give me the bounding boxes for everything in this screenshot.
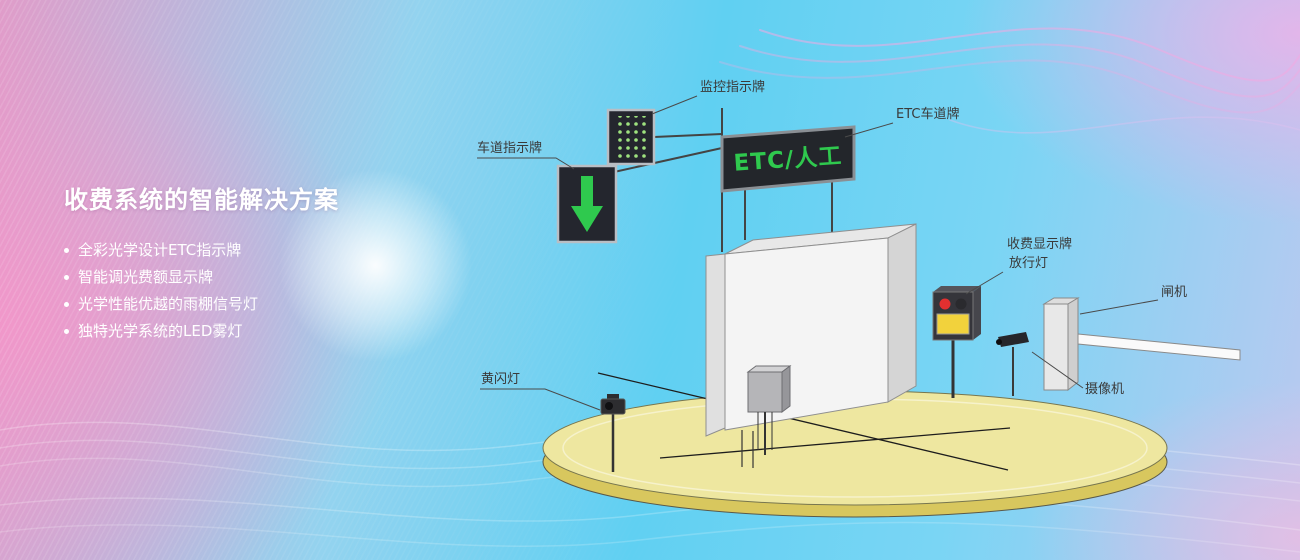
fee-display-panel — [936, 313, 970, 335]
camera — [996, 332, 1029, 396]
feature-text: 全彩光学设计ETC指示牌 — [78, 241, 242, 259]
label-yellow-flash: 黄闪灯 — [481, 372, 520, 387]
lane-indicator-sign — [556, 164, 618, 244]
label-monitor-sign: 监控指示牌 — [700, 79, 765, 95]
utility-box — [746, 365, 792, 455]
release-light-lamp — [939, 298, 951, 310]
feature-item: 光学性能优越的雨棚信号灯 — [64, 291, 339, 318]
label-lane-sign: 车道指示牌 — [477, 140, 542, 156]
feature-text: 独特光学系统的LED雾灯 — [78, 322, 243, 340]
yellow-flash-light — [600, 394, 626, 472]
toll-booth — [705, 223, 917, 468]
label-fee-display: 收费显示牌 — [1007, 236, 1072, 252]
feature-text: 智能调光费额显示牌 — [78, 268, 214, 286]
bullet-dot — [64, 248, 69, 253]
monitor-led-sign — [606, 108, 656, 166]
bullet-dot — [64, 302, 69, 307]
feature-list: 全彩光学设计ETC指示牌 智能调光费额显示牌 光学性能优越的雨棚信号灯 独特光学… — [64, 237, 339, 345]
feature-item: 智能调光费额显示牌 — [64, 264, 339, 291]
etc-lane-sign: ETC/人工 — [720, 125, 856, 240]
label-camera: 摄像机 — [1085, 382, 1124, 397]
cable-lines — [597, 372, 1011, 471]
feature-text: 光学性能优越的雨棚信号灯 — [78, 295, 259, 313]
barrier-gate — [1042, 297, 1241, 392]
callout-labels: 监控指示牌 车道指示牌 ETC车道牌 收费显示牌 放行灯 闸机 摄像机 黄闪灯 — [477, 79, 1187, 411]
barrier-arm — [1077, 333, 1241, 361]
label-gate: 闸机 — [1161, 285, 1187, 300]
label-release-light: 放行灯 — [1009, 256, 1048, 271]
toll-island — [542, 390, 1168, 518]
fee-display-device — [932, 286, 981, 398]
hero-text-block: 收费系统的智能解决方案 全彩光学设计ETC指示牌 智能调光费额显示牌 光学性能优… — [64, 180, 339, 345]
feature-item: 独特光学系统的LED雾灯 — [64, 318, 339, 345]
feature-item: 全彩光学设计ETC指示牌 — [64, 237, 339, 264]
label-etc-lane-sign: ETC车道牌 — [896, 106, 959, 122]
bullet-dot — [64, 275, 69, 280]
page-title: 收费系统的智能解决方案 — [64, 186, 339, 214]
bullet-dot — [64, 329, 69, 334]
